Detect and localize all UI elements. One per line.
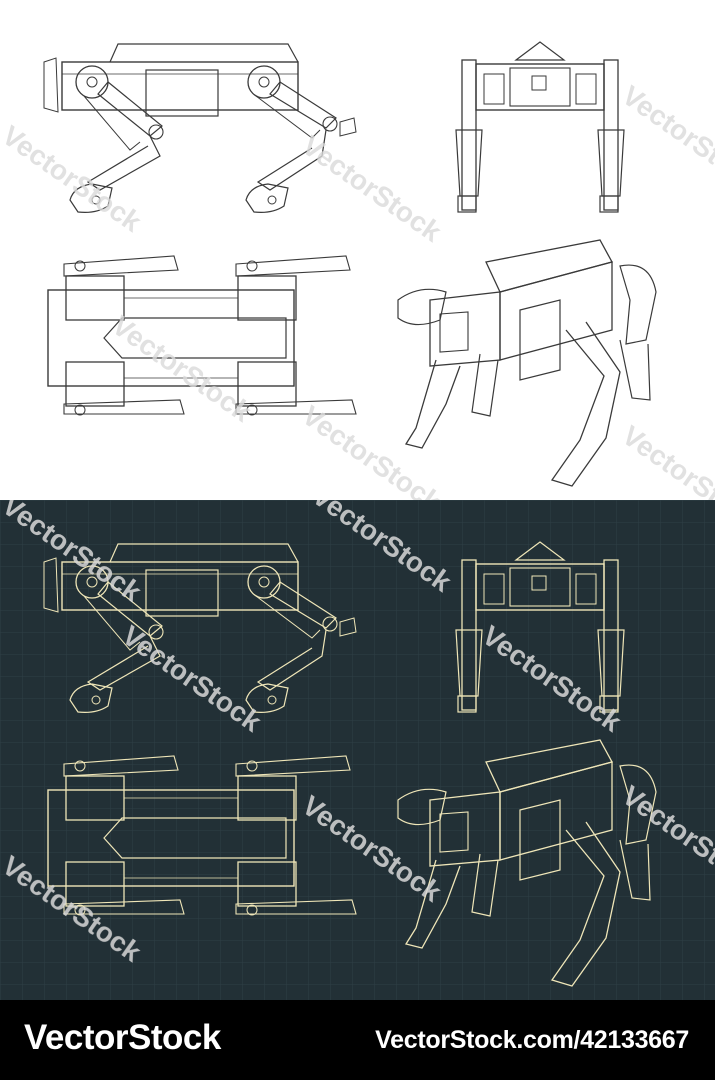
watermark: VectorStock	[107, 310, 258, 428]
light-blueprint-panel: VectorStock VectorStock VectorStock Vect…	[0, 0, 715, 500]
watermark: VectorStock	[297, 400, 448, 500]
watermark: VectorStock	[617, 420, 715, 500]
dark-blueprint-panel: VectorStock VectorStock VectorStock Vect…	[0, 500, 715, 1000]
front-view-drawing	[455, 41, 625, 213]
robot-drawings-light	[43, 41, 657, 487]
footer-bar: VectorStock VectorStock.com/42133667	[0, 1000, 715, 1080]
watermark: VectorStock	[0, 120, 147, 238]
watermark: VectorStock	[617, 80, 715, 198]
image-id-text: VectorStock.com/42133667	[375, 1026, 689, 1054]
isometric-view-drawing	[397, 239, 657, 487]
brand-logo-text: VectorStock	[24, 1018, 221, 1057]
watermark: VectorStock	[297, 130, 448, 248]
